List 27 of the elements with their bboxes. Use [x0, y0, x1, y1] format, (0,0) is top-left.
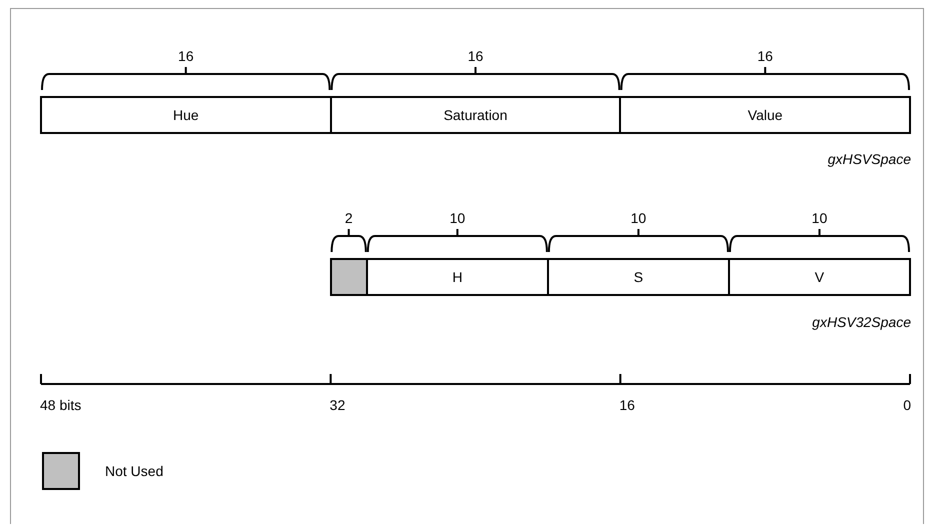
bit-field-box: [619, 96, 911, 134]
bit-position-label: 16: [619, 396, 635, 414]
struct-name: gxHSVSpace: [828, 150, 911, 168]
bit-count: 16: [178, 47, 194, 65]
bit-count: 2: [344, 209, 353, 227]
legend-label: Not Used: [105, 462, 164, 480]
bit-position-label: 32: [330, 396, 346, 414]
struct-name: gxHSV32Space: [812, 313, 911, 331]
unused-field-box: [330, 258, 368, 296]
bit-field-box: [546, 258, 730, 296]
bit-count: 16: [468, 47, 484, 65]
field-name: S: [634, 269, 644, 285]
field-name: V: [814, 269, 824, 285]
bit-count: 10: [450, 209, 466, 227]
field-name: H: [452, 269, 462, 285]
bit-count: 10: [812, 209, 828, 227]
field-name: Hue: [172, 107, 199, 123]
bit-position-label: 48 bits: [40, 396, 82, 414]
bit-position-label: 0: [903, 396, 911, 414]
bit-field-box: [366, 258, 549, 296]
bit-field-box: [728, 258, 911, 296]
bit-field-box: [330, 96, 622, 134]
field-name: Saturation: [444, 107, 508, 123]
bit-count: 10: [630, 209, 646, 227]
bit-field-box: [40, 96, 332, 134]
bit-count: 16: [757, 47, 773, 65]
field-name: Value: [748, 107, 783, 123]
